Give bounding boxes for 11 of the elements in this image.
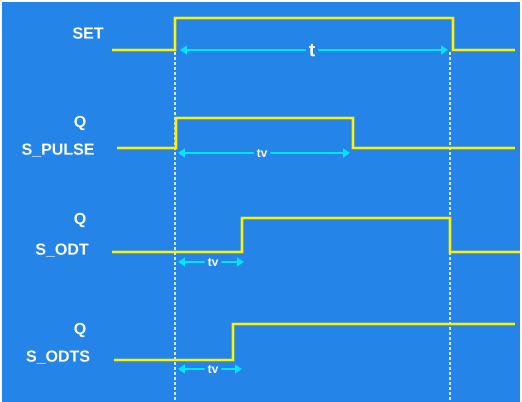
- signal-label: S_ODTS: [26, 350, 90, 364]
- signal-label: Q: [74, 322, 86, 338]
- signal-label: S_PULSE: [22, 143, 94, 157]
- signal-label: Q: [74, 116, 86, 130]
- time-label: tv: [254, 146, 270, 160]
- time-label: t: [306, 40, 318, 60]
- signal-label: S_ODT: [36, 243, 88, 257]
- time-label: tv: [204, 255, 222, 269]
- time-label: tv: [204, 362, 222, 376]
- signal-label: Q: [74, 212, 86, 228]
- signal-label: SET: [72, 27, 104, 39]
